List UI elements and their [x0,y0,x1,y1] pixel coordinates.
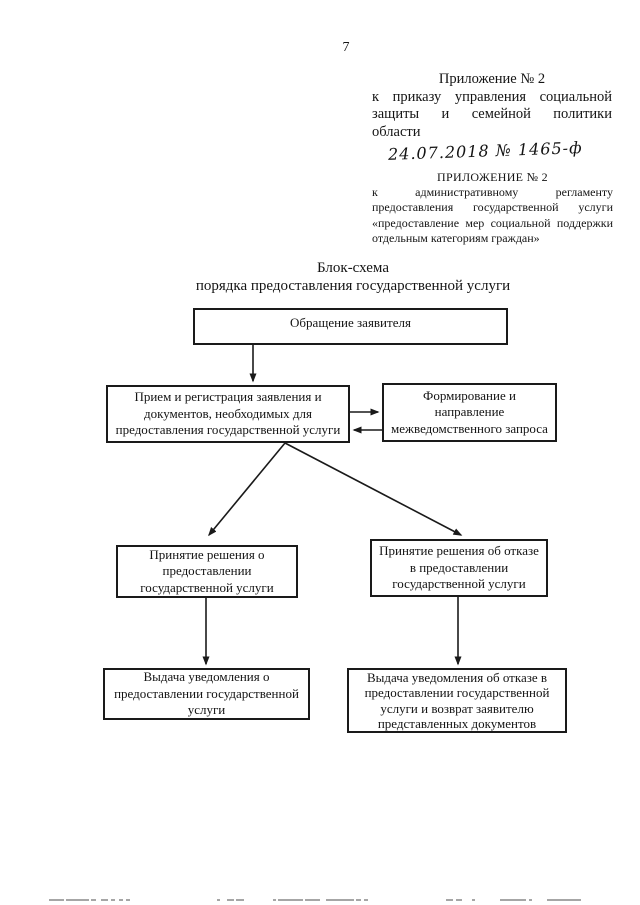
scan-artifact [273,899,276,901]
scan-artifact [101,899,108,901]
scan-artifact [305,899,320,901]
diagram-title-line1: Блок-схема [317,260,389,276]
scan-artifact [472,899,475,901]
appendix-regulation-title: ПРИЛОЖЕНИЕ № 2 [437,170,548,184]
appendix-regulation-block: ПРИЛОЖЕНИЕ № 2 к административному регла… [372,170,613,246]
scan-artifact [500,899,526,901]
appendix-order-line: области [372,123,421,140]
appendix-order-title: Приложение № 2 [438,71,546,87]
flow-box-decision-refuse: Принятие решения об отказе в предоставле… [370,539,548,597]
scan-artifact [236,899,244,901]
scan-artifact [547,899,581,901]
scan-artifact [529,899,532,901]
flow-box-applicant-request: Обращение заявителя [193,308,508,345]
scan-artifact [217,899,220,901]
appendix-regulation-line: предоставления государственной услуги [372,200,613,215]
scan-artifact [111,899,115,901]
appendix-order-line: защиты и семейной политики [372,106,612,122]
flow-box-notice-grant: Выдача уведомления о предоставлении госу… [103,668,310,720]
flow-box-interagency-request: Формирование и направление межведомствен… [382,383,557,442]
flow-box-reception-registration: Прием и регистрация заявления и документ… [106,385,350,443]
scan-artifact [278,899,303,901]
diagram-title: Блок-схема порядка предоставления госуда… [60,259,640,295]
appendix-regulation-line: к административному регламенту [372,185,613,200]
scan-artifact [126,899,130,901]
flow-box-notice-refuse: Выдача уведомления об отказе в предостав… [347,668,567,733]
scan-artifact [66,899,89,901]
scan-artifact [446,899,453,901]
appendix-order-line: к приказу управления социальной [372,88,612,105]
flow-box-decision-grant: Принятие решения о предоставлении госуда… [116,545,298,598]
scan-artifact [49,899,64,901]
scan-artifact [456,899,462,901]
handwritten-date-number: 24.07.2018 № 1465-ф [387,138,583,164]
scan-artifact [364,899,368,901]
scan-artifact [356,899,361,901]
diagram-title-line2: порядка предоставления государственной у… [195,278,511,294]
page-number: 7 [342,40,350,55]
appendix-order-block: Приложение № 2 к приказу управления соци… [372,71,612,141]
appendix-regulation-line: отдельным категориям граждан» [372,230,540,245]
scan-artifact [227,899,234,901]
appendix-regulation-line: «предоставление мер социальной поддержки [372,215,613,230]
scan-artifact [119,899,123,901]
scan-artifact [91,899,96,901]
scan-artifact [326,899,354,901]
